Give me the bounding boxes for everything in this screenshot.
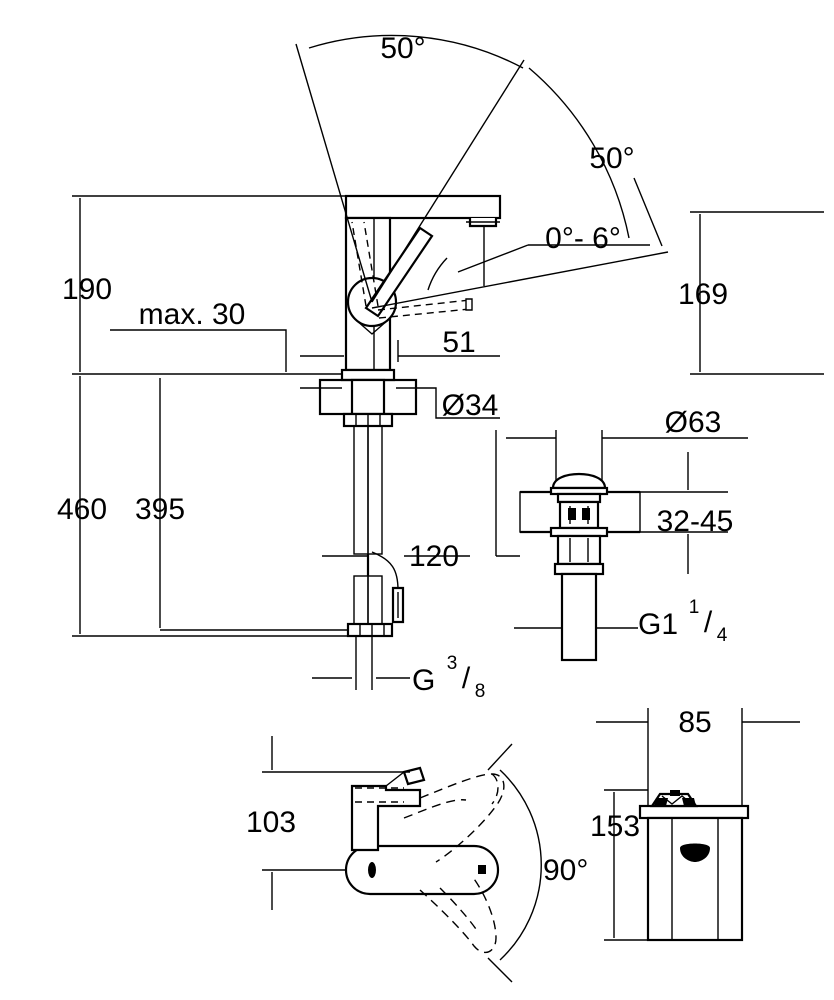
swivel-outline-lower	[419, 875, 497, 954]
dim-max30-leader	[110, 329, 287, 372]
popup-cap	[551, 472, 607, 490]
label-deck-thickness-range: 32-45	[657, 505, 734, 538]
label-height-to-spout: 190	[62, 273, 112, 306]
label-front-width: 85	[678, 706, 711, 739]
drain-tailpiece	[560, 572, 598, 662]
angle-dimensions-group	[295, 34, 669, 309]
label-drain-thread-numerator: 1	[689, 597, 700, 618]
label-supply-thread-letter: G	[412, 664, 435, 697]
arc-50-upper	[308, 34, 524, 69]
angle-leader-left	[295, 43, 373, 303]
label-supply-thread-denominator: 8	[475, 681, 486, 702]
label-shank-diameter: Ø34	[442, 389, 499, 422]
angle-leader-right	[371, 251, 669, 309]
swivel-leader-lower	[487, 957, 513, 983]
aerator-mark	[680, 843, 710, 862]
swivel-leader-upper	[487, 743, 513, 771]
hose-connectors	[346, 622, 394, 690]
dim-d34-leader	[396, 387, 500, 419]
label-drain-thread-denominator: 4	[717, 625, 728, 646]
arc-50-lower	[528, 67, 630, 239]
view-drain-detail	[495, 430, 748, 662]
label-supply-thread: G 3 / 8	[412, 653, 485, 702]
label-drain-thread: G1 1 / 4	[638, 597, 728, 646]
label-hose-length: 395	[135, 493, 185, 526]
label-spout-projection: 51	[442, 326, 475, 359]
label-drain-thread-slash: /	[704, 606, 713, 639]
label-top-view-depth: 103	[246, 806, 296, 839]
angle-leader-mid	[371, 59, 525, 303]
left-dimension-stack	[72, 195, 348, 637]
arc-90-swivel	[499, 769, 542, 961]
label-drain-thread-letters: G1	[638, 608, 678, 641]
tilt-dim-leader	[457, 244, 529, 273]
front-view-flange	[638, 804, 750, 820]
mounting-flange	[318, 368, 418, 428]
view-top	[262, 736, 542, 983]
label-max-deck-thickness: max. 30	[139, 298, 246, 331]
label-swivel-range: 90°	[543, 854, 588, 887]
label-lever-open-angle: 50°	[380, 32, 425, 65]
label-front-height: 153	[590, 810, 640, 843]
label-lever-tilt-range: 0°- 6°	[545, 222, 621, 255]
arc-tilt-left	[427, 257, 448, 291]
lever-handle-alt-horizontal	[377, 298, 473, 319]
label-lever-swivel-angle: 50°	[589, 142, 634, 175]
label-drain-flange-diameter: Ø63	[665, 406, 722, 439]
faucet-spout	[344, 194, 502, 228]
view-side-elevation	[318, 194, 502, 690]
label-supply-thread-numerator: 3	[447, 653, 458, 674]
label-supply-thread-slash: /	[462, 662, 471, 695]
lever-handle-alt-left	[351, 221, 379, 307]
view-front	[596, 708, 800, 942]
label-total-length: 460	[57, 493, 107, 526]
mid-dimension-group	[300, 211, 824, 679]
front-view-body	[646, 816, 744, 942]
swivel-outline-upper	[403, 773, 505, 863]
label-hose-free-length: 120	[409, 540, 459, 573]
label-height-body: 169	[678, 278, 728, 311]
